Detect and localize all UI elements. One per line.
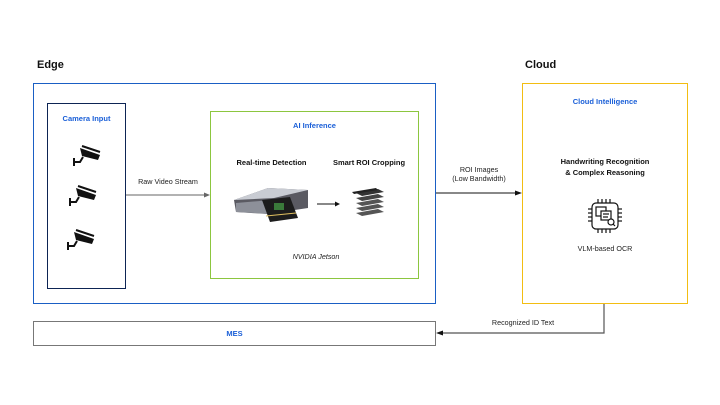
cctv-camera-icon [67, 229, 95, 250]
cloud-intelligence-title: Cloud Intelligence [572, 97, 638, 106]
handwriting-recognition-label: Handwriting Recognition [560, 157, 650, 166]
smart-roi-cropping-label: Smart ROI Cropping [332, 158, 406, 167]
cctv-camera-icon [73, 145, 101, 166]
roi-images-label: ROI Images [459, 165, 499, 174]
ai-inference-box: AI Inference Real-time Detection Smart R… [210, 111, 419, 279]
recognized-id-text-label: Recognized ID Text [491, 318, 555, 327]
raw-video-arrow [126, 192, 210, 198]
nvidia-jetson-label: NVIDIA Jetson [292, 252, 340, 261]
complex-reasoning-label: & Complex Reasoning [565, 168, 645, 177]
roi-images-arrow [436, 190, 522, 196]
jetson-device-icon [234, 188, 308, 222]
edge-section-title: Edge [37, 59, 64, 71]
recognized-id-arrow [436, 304, 605, 336]
raw-video-stream-label: Raw Video Stream [138, 177, 198, 186]
mes-title: MES [226, 329, 243, 338]
cctv-camera-icon [69, 185, 97, 206]
cloud-intelligence-box: Cloud Intelligence Handwriting Recogniti… [522, 83, 688, 304]
ocr-chip-icon [588, 199, 622, 233]
camera-input-title: Camera Input [62, 114, 111, 123]
vlm-ocr-caption: VLM-based OCR [577, 244, 633, 253]
mes-box: MES [33, 321, 436, 346]
cloud-section-title: Cloud [525, 59, 557, 71]
roi-bandwidth-label: (Low Bandwidth) [452, 174, 506, 183]
image-stack-icon [352, 188, 384, 216]
ai-inference-title: AI Inference [293, 121, 336, 130]
flow-arrow [317, 201, 340, 207]
realtime-detection-label: Real-time Detection [236, 158, 307, 167]
